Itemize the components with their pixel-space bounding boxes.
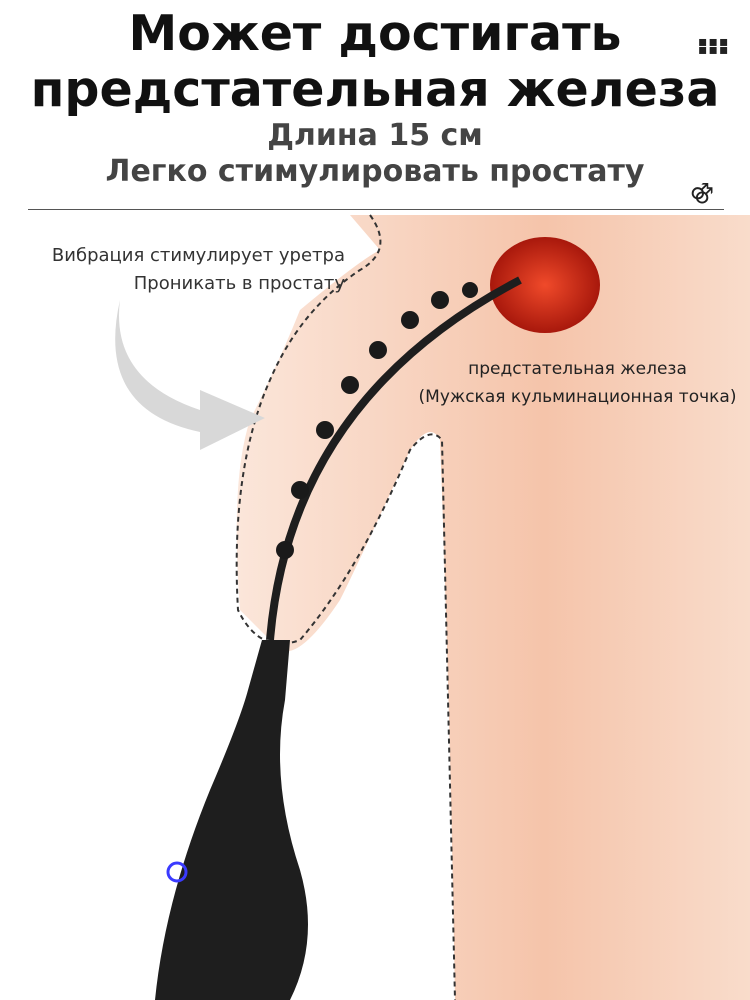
gland-label: предстательная железа (Мужская кульминац… bbox=[400, 355, 750, 411]
title-line-1: Может достигать bbox=[128, 5, 622, 62]
grid-dots-icon: ▪▪▪▪▪▪ bbox=[698, 34, 730, 58]
outline-dashed bbox=[235, 214, 456, 1000]
gland-label-line-1: предстательная железа bbox=[468, 359, 687, 379]
gland-label-line-2: (Мужская кульминационная точка) bbox=[418, 387, 737, 407]
device-handle bbox=[155, 640, 308, 1000]
subtitle: Длина 15 см Легко стимулировать простату bbox=[0, 118, 750, 190]
male-male-icon: ⚣ bbox=[690, 180, 714, 205]
callout-line-1: Вибрация стимулирует уретра bbox=[51, 245, 345, 266]
callout-line-2: Проникать в простату bbox=[133, 273, 345, 294]
title-line-2: предстательная железа bbox=[30, 61, 720, 118]
arrow-graphic bbox=[115, 300, 265, 450]
page-title: Может достигать предстательная железа bbox=[0, 6, 750, 118]
prostate-gland-image bbox=[490, 237, 600, 333]
body-silhouette bbox=[236, 215, 750, 1000]
subtitle-line-1: Длина 15 см bbox=[267, 118, 483, 153]
callout-text: Вибрация стимулирует уретра Проникать в … bbox=[0, 242, 345, 298]
divider bbox=[28, 209, 724, 210]
subtitle-line-2: Легко стимулировать простату bbox=[105, 154, 645, 189]
rod-beads bbox=[276, 282, 478, 559]
power-icon[interactable] bbox=[166, 861, 188, 883]
sound-rod bbox=[266, 276, 522, 641]
